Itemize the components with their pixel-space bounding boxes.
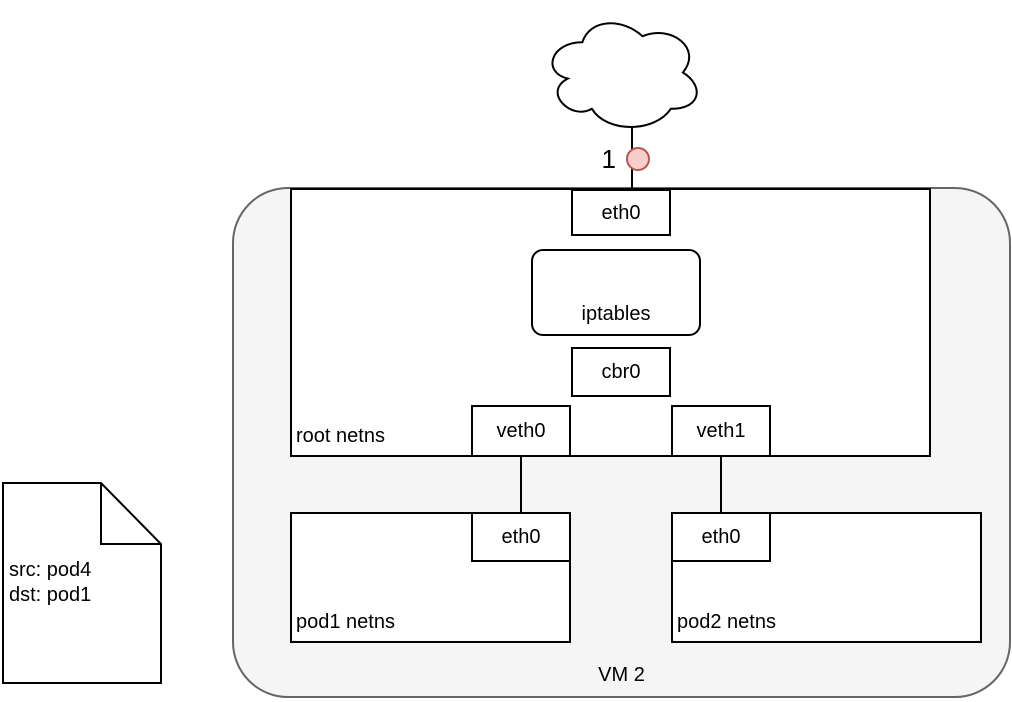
root-eth0-box: eth0 [571,189,671,236]
cloud-icon [551,22,698,128]
packet-note-shape [2,482,162,684]
pod2-netns-label: pod2 netns [677,611,776,633]
packet-note-text: src: pod4 dst: pod1 [9,558,91,608]
link-endpoint-label: 1 [601,144,616,174]
pod1-eth0-box: eth0 [471,512,571,562]
vm-label: VM 2 [598,664,645,686]
veth1-box: veth1 [671,405,771,457]
veth0-box: veth0 [471,405,571,457]
root-netns-label: root netns [296,425,385,447]
cbr0-box: cbr0 [571,347,671,397]
iptables-box: iptables [531,249,701,336]
cbr0-label: cbr0 [601,361,641,383]
iptables-label: iptables [581,303,651,325]
packet-dst-line: dst: pod1 [9,584,92,606]
pod2-eth0-label: eth0 [701,526,741,548]
link-endpoint-marker [626,147,650,171]
packet-note-fold [100,483,161,545]
pod1-netns-label: pod1 netns [296,611,395,633]
pod2-eth0-box: eth0 [671,512,771,562]
pod1-eth0-label: eth0 [501,526,541,548]
root-eth0-label: eth0 [601,201,641,224]
veth1-label: veth1 [696,420,746,442]
packet-src-line: src: pod4 [9,559,92,581]
veth0-label: veth0 [496,420,546,442]
